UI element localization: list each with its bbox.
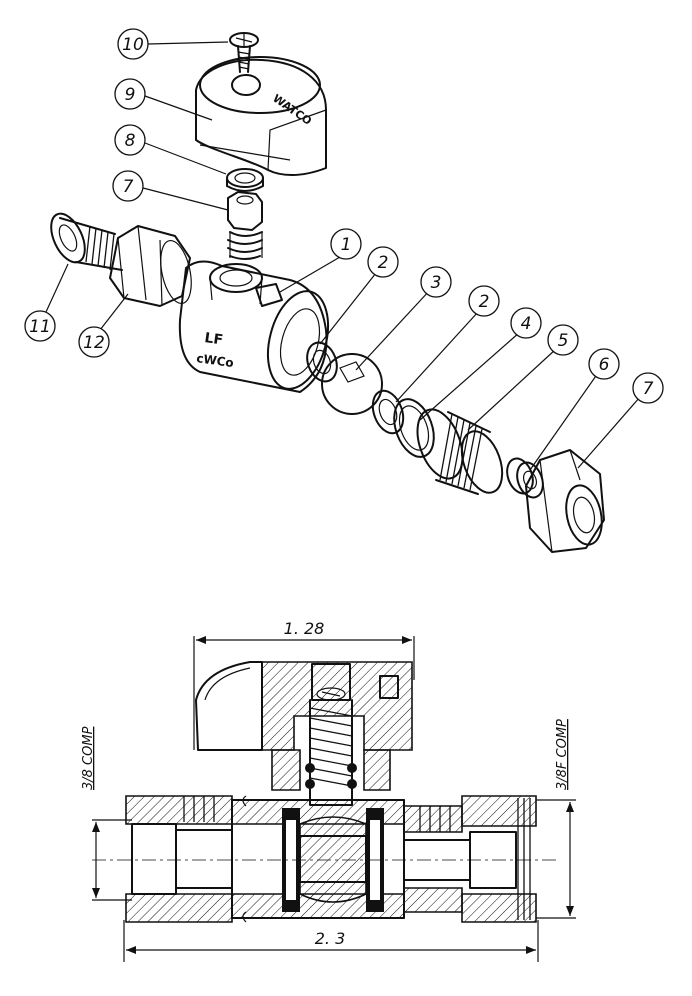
part-2-seat-left bbox=[306, 341, 338, 383]
callout-9-label: 8 bbox=[125, 131, 136, 151]
left-port-label: 3/8 COMP bbox=[81, 726, 96, 790]
callout-7-text: 7 bbox=[643, 379, 654, 399]
callout-5: 5 bbox=[547, 324, 579, 356]
callout-4-label: 4 bbox=[521, 314, 532, 334]
callout-2a: 2 bbox=[367, 246, 399, 278]
part-3-ball bbox=[321, 353, 383, 415]
dimension-bottom-label: 2. 3 bbox=[315, 929, 346, 948]
section-body bbox=[231, 795, 405, 923]
dimension-overall-length: 2. 3 bbox=[123, 920, 539, 962]
callout-8-label: 7 bbox=[123, 177, 134, 197]
dimension-width-handle: 1. 28 bbox=[193, 619, 415, 750]
section-view: 1. 28 bbox=[81, 619, 576, 962]
exploded-view: WATCO bbox=[24, 28, 664, 553]
callout-10: 9 bbox=[114, 78, 146, 110]
part-6-ferrule bbox=[506, 457, 544, 499]
section-handle bbox=[195, 661, 413, 751]
part-5-end-adapter bbox=[416, 408, 504, 495]
body-marking-line2: cWCo bbox=[196, 351, 235, 370]
section-right-fitting bbox=[403, 795, 537, 923]
section-stem bbox=[271, 699, 391, 806]
part-7-nut bbox=[525, 449, 605, 553]
part-4-o-ring bbox=[393, 398, 435, 458]
part-9-washer bbox=[226, 168, 264, 192]
callout-9: 8 bbox=[114, 124, 146, 156]
body-marking-line1: LF bbox=[203, 330, 224, 348]
callout-4: 4 bbox=[510, 307, 542, 339]
dimension-top-label: 1. 28 bbox=[284, 619, 325, 638]
callout-1: 1 bbox=[330, 228, 362, 260]
right-port-label: 3/8F COMP bbox=[555, 719, 570, 790]
callouts: 10 9 8 7 1 2 3 bbox=[24, 28, 664, 471]
callout-3: 3 bbox=[420, 266, 452, 298]
callout-5-label: 5 bbox=[558, 331, 569, 351]
callout-12-label: 11 bbox=[29, 317, 51, 337]
callout-8: 7 bbox=[112, 170, 144, 202]
dimension-right-port: 3/8F COMP bbox=[536, 719, 576, 919]
valve-body: LF cWCo bbox=[178, 260, 329, 393]
callout-13-label: 12 bbox=[83, 333, 105, 353]
part-10-handle: WATCO bbox=[195, 56, 327, 176]
callout-2a-label: 2 bbox=[378, 253, 389, 273]
callout-7: 7 7 bbox=[632, 372, 664, 404]
dimension-left-port: 3/8 COMP bbox=[81, 726, 132, 901]
callout-2b-label: 2 bbox=[479, 292, 490, 312]
part-12-insert bbox=[50, 212, 123, 271]
callout-3-label: 3 bbox=[431, 273, 442, 293]
callout-11: 10 bbox=[117, 28, 149, 60]
part-8-stem bbox=[227, 191, 263, 260]
callout-6: 6 bbox=[588, 348, 620, 380]
callout-10-label: 9 bbox=[125, 85, 136, 105]
callout-13: 12 bbox=[78, 326, 110, 358]
callout-2b: 2 bbox=[468, 285, 500, 317]
callout-12: 11 bbox=[24, 310, 56, 342]
section-left-fitting bbox=[125, 795, 233, 923]
callout-1-label: 1 bbox=[341, 235, 352, 255]
part-11-screw bbox=[229, 32, 259, 73]
callout-6-label: 6 bbox=[599, 355, 610, 375]
callout-11-label: 10 bbox=[122, 35, 144, 55]
